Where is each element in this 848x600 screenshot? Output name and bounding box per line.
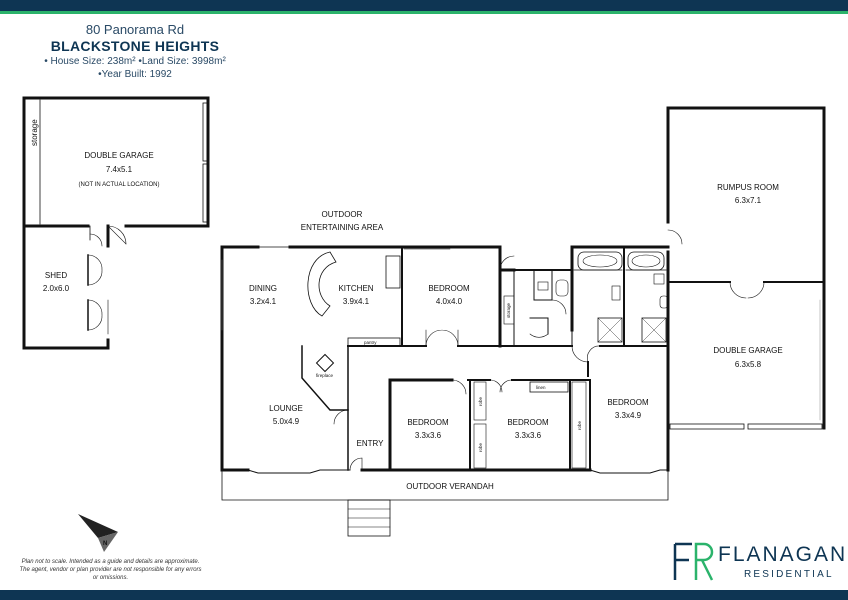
property-header: 80 Panorama Rd BLACKSTONE HEIGHTS • Hous… — [0, 22, 270, 81]
note-garage-1: (NOT IN ACTUAL LOCATION) — [79, 182, 160, 188]
shed — [22, 224, 110, 350]
size-lounge: 5.0x4.9 — [273, 417, 300, 426]
property-sizes: • House Size: 238m² •Land Size: 3998m² — [0, 55, 270, 68]
label-robe-3: robe — [577, 420, 582, 430]
top-banner — [0, 0, 848, 11]
size-rumpus: 6.3x7.1 — [735, 196, 762, 205]
north-arrow-icon: N — [78, 514, 118, 552]
bottom-banner — [0, 590, 848, 600]
main-house-walls — [220, 245, 670, 474]
label-shed: SHED — [45, 271, 67, 280]
label-bedroom-right: BEDROOM — [607, 398, 649, 407]
label-entry: ENTRY — [357, 439, 385, 448]
label-garage-2: DOUBLE GARAGE — [713, 346, 782, 355]
label-kitchen: KITCHEN — [338, 284, 373, 293]
property-suburb: BLACKSTONE HEIGHTS — [50, 38, 220, 54]
size-garage-1: 7.4x5.1 — [106, 165, 133, 174]
top-banner-accent — [0, 11, 848, 14]
size-garage-2: 6.3x5.8 — [735, 360, 762, 369]
logo-sub: RESIDENTIAL — [744, 569, 834, 580]
size-shed: 2.0x6.0 — [43, 284, 70, 293]
label-robe-2: robe — [478, 442, 483, 452]
label-robe-1: robe — [478, 396, 483, 406]
year-built: •Year Built: 1992 — [98, 69, 172, 80]
size-dining: 3.2x4.1 — [250, 297, 277, 306]
property-address: 80 Panorama Rd — [85, 22, 185, 37]
size-bedroom-3: 3.3x3.6 — [515, 431, 542, 440]
label-fireplace: fireplace — [316, 373, 334, 378]
land-size: •Land Size: 3998m² — [138, 56, 226, 67]
verandah — [221, 469, 669, 537]
disclaimer: Plan not to scale. Intended as a guide a… — [19, 559, 202, 581]
house-size: • House Size: 238m² — [44, 56, 136, 67]
label-dining: DINING — [249, 284, 277, 293]
size-bedroom-2: 3.3x3.6 — [415, 431, 442, 440]
flanagan-logo: FLANAGAN RESIDENTIAL — [672, 540, 845, 584]
label-entertaining: ENTERTAINING AREA — [301, 223, 384, 232]
label-pantry: pantry — [364, 340, 377, 345]
size-kitchen: 3.9x4.1 — [343, 297, 370, 306]
label-bedroom-2: BEDROOM — [407, 418, 449, 427]
label-garage-1: DOUBLE GARAGE — [84, 151, 153, 160]
label-storage-mid: storage — [506, 302, 511, 318]
size-bedroom-right: 3.3x4.9 — [615, 411, 642, 420]
label-lounge: LOUNGE — [269, 404, 303, 413]
fr-logo-icon — [673, 542, 714, 581]
label-bedroom-3: BEDROOM — [507, 418, 549, 427]
label-storage-left: storage — [30, 119, 39, 146]
size-bedroom-top: 4.0x4.0 — [436, 297, 463, 306]
north-label: N — [103, 541, 107, 547]
label-verandah: OUTDOOR VERANDAH — [406, 482, 494, 491]
label-bedroom-top: BEDROOM — [428, 284, 470, 293]
logo-name: FLANAGAN — [718, 543, 848, 566]
label-linen: linen — [536, 385, 546, 390]
double-garage-detached — [22, 96, 210, 245]
label-outdoor: OUTDOOR — [322, 210, 363, 219]
label-rumpus: RUMPUS ROOM — [717, 183, 779, 192]
rumpus-and-garage — [666, 106, 826, 430]
